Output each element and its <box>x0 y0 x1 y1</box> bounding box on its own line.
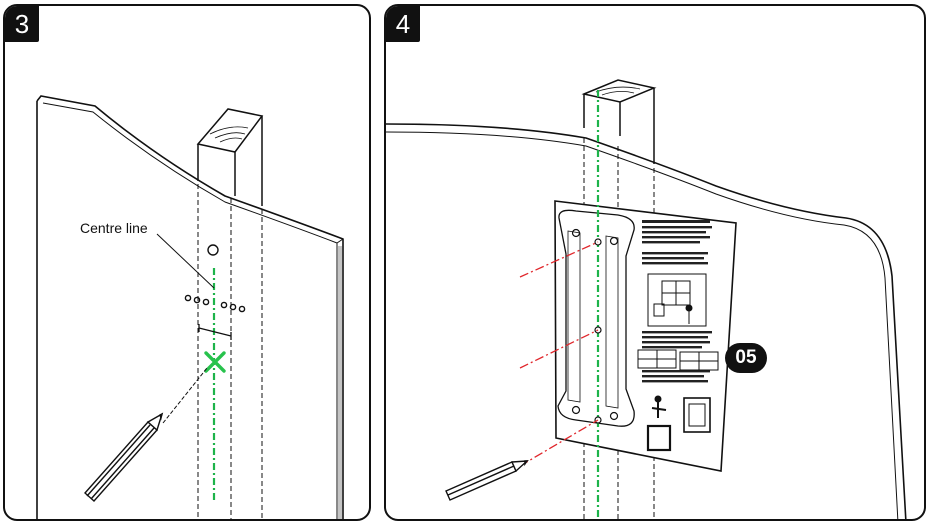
pencil-icon <box>84 367 208 502</box>
cross-mark-icon <box>204 351 226 373</box>
pencil-icon <box>445 460 529 501</box>
drywall-board <box>386 123 907 519</box>
plate-printed-text <box>642 220 712 265</box>
plate-room-illustration <box>647 273 707 327</box>
plate-diagrams <box>637 349 719 452</box>
board-texture <box>338 246 342 519</box>
step-3-panel: 3 <box>3 4 371 521</box>
stud-hidden-lines <box>197 184 263 519</box>
step-4-illustration <box>386 79 907 519</box>
plate-warning-text <box>642 331 712 383</box>
step-3-illustration <box>36 95 344 519</box>
screw-holes <box>184 244 246 313</box>
step-4-panel: 4 <box>384 4 926 521</box>
drywall-board <box>36 95 344 519</box>
centre-line-label: Centre line <box>80 220 148 236</box>
label-leader <box>156 233 215 289</box>
step-3-number: 3 <box>5 6 39 42</box>
wooden-stud <box>581 79 657 164</box>
wall-plate-icon <box>554 200 737 472</box>
part-number-badge: 05 <box>725 343 767 373</box>
red-guide-lines <box>519 241 599 467</box>
dimension-marker <box>198 324 232 340</box>
step-4-number: 4 <box>386 6 420 42</box>
wooden-stud <box>196 108 264 206</box>
